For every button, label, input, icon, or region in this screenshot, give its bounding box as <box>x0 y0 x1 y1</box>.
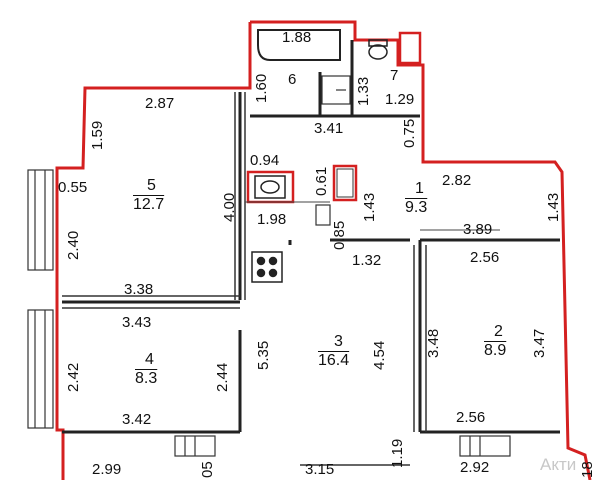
stove-icon <box>251 251 283 283</box>
dim-3.43: 3.43 <box>122 314 152 331</box>
room-1-area: 9.3 <box>405 199 428 216</box>
radiator-icon <box>315 204 331 226</box>
bath-fixture-box <box>398 31 422 65</box>
dim-3.89: 3.89 <box>463 221 493 238</box>
dim-0.55: 0.55 <box>58 179 88 196</box>
watermark: Акти <box>540 455 577 474</box>
room-6-number: 6 <box>288 71 297 88</box>
dim-2.87: 2.87 <box>145 95 175 112</box>
dim-4.54: 4.54 <box>371 340 388 370</box>
dim-3.38: 3.38 <box>124 281 154 298</box>
dim-1.32: 1.32 <box>352 252 382 269</box>
dim-1.43-right: 1.43 <box>545 192 562 222</box>
door-icon <box>174 435 511 457</box>
dim-1.88: 1.88 <box>282 29 312 46</box>
room-5-number: 5 <box>147 177 156 194</box>
room-2-number: 2 <box>494 323 503 340</box>
room-4-area: 8.3 <box>135 370 158 387</box>
thin-walls <box>62 92 427 466</box>
dim-3.48: 3.48 <box>425 328 442 358</box>
dim-5.35: 5.35 <box>255 340 272 370</box>
apartment-outline <box>55 20 592 480</box>
washing-machine-symbol <box>254 175 286 199</box>
sink-icon <box>332 164 358 202</box>
dim-2.99: 2.99 <box>92 461 122 478</box>
toilet-icon <box>368 39 388 60</box>
room-7-number: 7 <box>390 67 399 84</box>
dim-2.44: 2.44 <box>214 362 231 392</box>
dim-1.59: 1.59 <box>89 120 106 150</box>
dim-18: 18 <box>579 461 596 478</box>
bathtub-icon <box>257 29 341 61</box>
dim-2.42: 2.42 <box>65 362 82 392</box>
room-5-area: 12.7 <box>133 196 165 213</box>
dim-05: 05 <box>199 461 216 478</box>
room-3-number: 3 <box>334 333 343 350</box>
dim-1.43-hall: 1.43 <box>361 192 378 222</box>
room-2-area: 8.9 <box>484 342 507 359</box>
dim-1.33: 1.33 <box>355 76 372 106</box>
dim-0.61: 0.61 <box>313 166 330 196</box>
room-1-number: 1 <box>415 180 424 197</box>
dim-3.47: 3.47 <box>531 328 548 358</box>
room-4-number: 4 <box>145 351 154 368</box>
hall-edges <box>245 201 500 231</box>
window-icon <box>27 169 54 429</box>
interior-walls <box>62 40 560 434</box>
dim-1.60: 1.60 <box>253 73 270 103</box>
dim-4.00: 4.00 <box>221 192 238 222</box>
dim-0.94: 0.94 <box>250 152 280 169</box>
room-3-area: 16.4 <box>318 352 350 369</box>
dim-2.56-bottom: 2.56 <box>456 409 486 426</box>
dim-0.75: 0.75 <box>401 118 418 148</box>
dim-3.41: 3.41 <box>314 120 344 137</box>
dim-3.15: 3.15 <box>305 461 335 478</box>
dim-1.19: 1.19 <box>389 438 406 468</box>
dim-2.82: 2.82 <box>442 172 472 189</box>
dim-2.40: 2.40 <box>65 230 82 260</box>
dim-2.56-top: 2.56 <box>470 249 500 266</box>
dim-1.98: 1.98 <box>257 211 287 228</box>
sink-small <box>321 75 351 105</box>
dim-3.42: 3.42 <box>122 411 152 428</box>
dim-2.92: 2.92 <box>460 459 490 476</box>
dim-1.29: 1.29 <box>385 91 415 108</box>
dim-0.85: 0.85 <box>331 220 348 250</box>
